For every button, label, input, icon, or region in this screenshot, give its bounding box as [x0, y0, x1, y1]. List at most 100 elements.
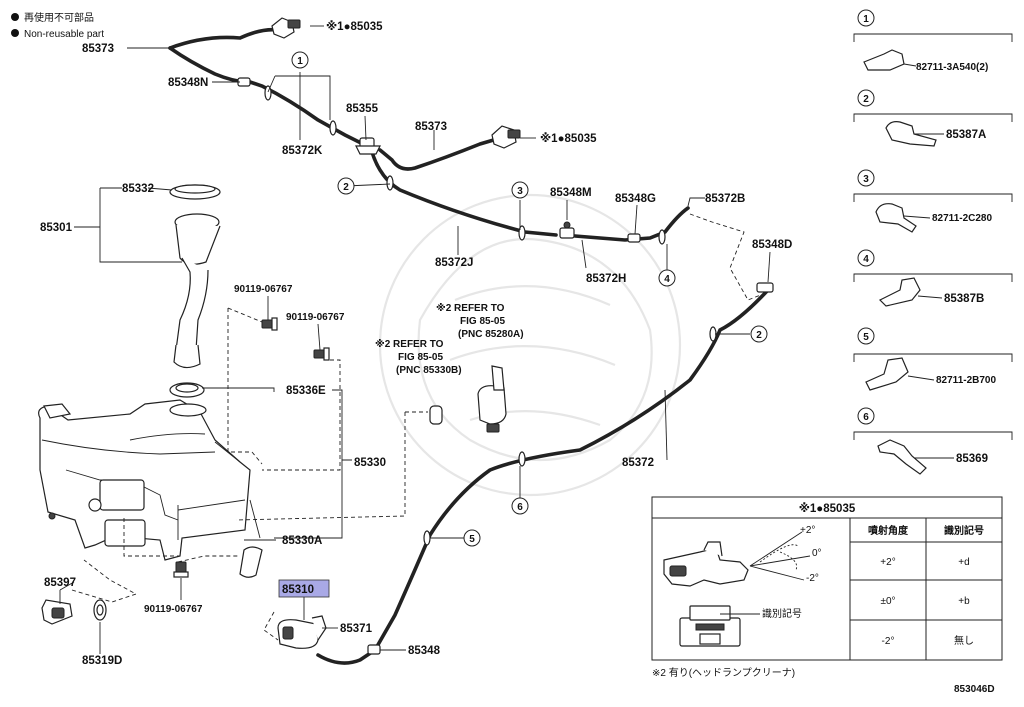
filler-neck-85301	[173, 213, 221, 369]
legend-jp: 再使用不可部品	[24, 11, 94, 24]
table-row-3-id: 無し	[954, 634, 974, 647]
label-90119-b: 90119-06767	[286, 312, 345, 323]
label-85372: 85372	[622, 457, 654, 469]
table-row-3-angle: -2°	[882, 636, 895, 647]
svg-text:FIG 85-05: FIG 85-05	[460, 316, 505, 327]
joint-85348d	[756, 282, 774, 293]
nozzle-spray-figure: +2° 0° -2°	[663, 525, 822, 587]
clip-5-num: 5	[863, 332, 869, 343]
washer-pump-85310	[277, 615, 327, 649]
table-col-id: 識別記号	[944, 524, 984, 537]
nozzle-85035-upper	[271, 17, 301, 39]
label-85372b: 85372B	[705, 193, 745, 205]
callout-6: 6	[517, 502, 523, 513]
label-85355: 85355	[346, 103, 379, 115]
table-row-1-id: +d	[958, 557, 969, 568]
table-col-angle: 噴射角度	[868, 524, 909, 537]
grommet-85330a	[239, 546, 263, 578]
check-valve-85355	[355, 137, 381, 155]
callouts: 1 2 3 4 2 5 6	[291, 51, 768, 547]
fig-angle-0: 0°	[812, 548, 822, 559]
nozzle-id-figure: 識別記号	[679, 605, 802, 647]
nozzle-spec-table: ※1●85035 噴射角度 識別記号 +2° +d ±0° +b -2° 無し …	[651, 496, 1003, 661]
clip-4-num: 4	[863, 254, 869, 265]
grommet-85319d	[93, 599, 107, 621]
label-85336e: 85336E	[286, 385, 326, 397]
label-85348m: 85348M	[550, 187, 592, 199]
label-85372j: 85372J	[435, 257, 473, 269]
callout-4: 4	[664, 274, 670, 285]
footnote: ※2 有り(ヘッドランプクリーナ)	[652, 666, 795, 679]
svg-text:(PNC 85330B): (PNC 85330B)	[396, 365, 462, 376]
legend-en: Non-reusable part	[24, 29, 104, 40]
label-85332: 85332	[122, 183, 154, 195]
part-labels: 85373 ※1●85035 85348N 85372K 85355 85373…	[40, 19, 792, 667]
label-85348d: 85348D	[752, 239, 792, 251]
label-85372h: 85372H	[586, 273, 626, 285]
clip-2-pn: 85387A	[946, 129, 986, 141]
clip-5-pn: 82711-2B700	[936, 375, 996, 386]
clip-6-num: 6	[863, 412, 869, 423]
clip-3-num: 3	[863, 174, 869, 185]
joint-85348	[367, 644, 381, 655]
clip-legend: 1 82711-3A540(2) 2 85387A 3 82711-2C280 …	[853, 9, 1013, 475]
label-85330: 85330	[354, 457, 386, 469]
svg-text:※2 REFER TO: ※2 REFER TO	[436, 302, 505, 314]
fig-angle-plus2: +2°	[800, 525, 815, 536]
clip-2-num: 2	[863, 94, 869, 105]
label-90119-c: 90119-06767	[144, 604, 203, 615]
table-row-1-angle: +2°	[880, 557, 895, 568]
clip-3-pn: 82711-2C280	[932, 213, 992, 224]
label-85397: 85397	[44, 577, 76, 589]
table-title: ※1●85035	[799, 501, 856, 515]
label-85310: 85310	[282, 584, 314, 596]
joint-85348g	[627, 233, 641, 243]
label-85319d: 85319D	[82, 655, 122, 667]
callout-5: 5	[469, 534, 475, 545]
label-85372k: 85372K	[282, 145, 323, 157]
level-sensor-85397	[41, 599, 73, 625]
callout-2b: 2	[756, 330, 762, 341]
clip-1-num: 1	[863, 14, 869, 25]
label-85348n: 85348N	[168, 77, 208, 89]
label-85330a: 85330A	[282, 535, 322, 547]
svg-text:(PNC 85280A): (PNC 85280A)	[458, 329, 524, 340]
label-85373-a: 85373	[82, 43, 114, 55]
leader-lines	[59, 25, 771, 654]
legend: 再使用不可部品 Non-reusable part	[11, 11, 104, 40]
nozzle-85035-lower	[491, 125, 521, 149]
label-85373-b: 85373	[415, 121, 447, 133]
diagram-id: 853046D	[954, 684, 995, 695]
refer-note-85280a: ※2 REFER TO FIG 85-05 (PNC 85280A)	[436, 302, 524, 340]
joint-85348m	[559, 221, 575, 239]
dashed-lines	[71, 213, 769, 641]
fig-angle-minus2: -2°	[806, 573, 819, 584]
label-85301: 85301	[40, 222, 73, 234]
refer-note-85330b: ※2 REFER TO FIG 85-05 (PNC 85330B)	[375, 338, 462, 376]
clip-4-pn: 85387B	[944, 293, 984, 305]
highlight-85310	[278, 579, 330, 598]
label-85348: 85348	[408, 645, 441, 657]
grommet-85330b	[429, 405, 443, 425]
label-85371: 85371	[340, 623, 373, 635]
hose-clips	[264, 85, 717, 546]
label-90119-a: 90119-06767	[234, 284, 293, 295]
filler-cap-85332	[169, 184, 221, 200]
table-row-2-angle: ±0°	[880, 596, 895, 607]
svg-text:※2 REFER TO: ※2 REFER TO	[375, 338, 444, 350]
label-85348g: 85348G	[615, 193, 656, 205]
clip-1-pn: 82711-3A540(2)	[916, 62, 988, 73]
grommet-85336e	[169, 382, 205, 398]
callout-1: 1	[297, 56, 303, 67]
bolts-90119	[173, 317, 330, 578]
callout-3: 3	[517, 186, 523, 197]
washer-tank-85330	[38, 399, 251, 561]
label-85035-a: ※1●85035	[326, 19, 383, 33]
clip-6-pn: 85369	[956, 453, 988, 465]
svg-text:FIG 85-05: FIG 85-05	[398, 352, 443, 363]
label-85035-b: ※1●85035	[540, 131, 597, 145]
table-row-2-id: +b	[958, 596, 970, 607]
washer-pump-85280a	[477, 365, 507, 433]
fig-id-label: 識別記号	[762, 607, 802, 620]
